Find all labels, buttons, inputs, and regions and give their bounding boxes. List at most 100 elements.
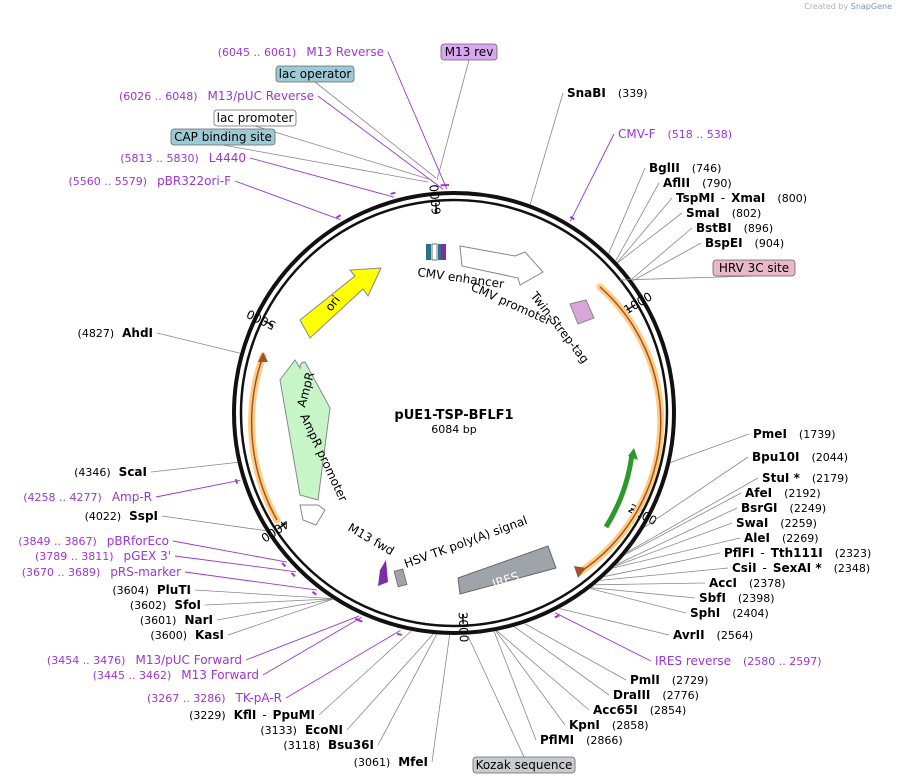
enzyme-label: BspEI(904) [705,236,784,250]
enzyme-site-ahdi[interactable]: (4827)AhdI [78,326,153,340]
tick-mark [434,202,438,213]
enzyme-leader-line [608,167,646,254]
enzyme-leader-line [631,227,693,280]
enzyme-label: BglII(746) [649,161,721,175]
enzyme-leader-line [644,456,749,528]
enzyme-leader-line [617,212,683,264]
enzyme-label: (4346)ScaI [74,465,147,479]
enzyme-site-aflii[interactable]: AflII(790) [663,176,732,190]
enzyme-label: PmeI(1739) [753,427,835,441]
snapgene-credit: Created by SnapGene [804,2,892,11]
enzyme-site-pmei[interactable]: PmeI(1739) [753,427,835,441]
enzyme-site-sspi[interactable]: (4022)SspI [85,509,158,523]
enzyme-site-draiii[interactable]: DraIII(2776) [613,688,699,702]
enzyme-site-bspei[interactable]: BspEI(904) [705,236,784,250]
plasmid-name: pUE1-TSP-BFLF1 [394,408,513,423]
primer-amp-r[interactable]: (4258 .. 4277)Amp-R [23,490,152,504]
feature-tag-text: CAP binding site [174,130,272,144]
primer-binding-mark [336,214,342,219]
primer-m13-reverse[interactable]: (6045 .. 6061)M13 Reverse [218,45,384,59]
enzyme-site-nari[interactable]: (3601)NarI [140,613,213,627]
enzyme-site-pluti[interactable]: (3604)PluTI [112,583,191,597]
feature-tag-kozak-sequence[interactable]: Kozak sequence [472,756,576,774]
enzyme-site-sbfi[interactable]: SbfI(2398) [699,591,775,605]
lac-promoter-block [431,243,438,261]
enzyme-label: AfeI(2192) [745,486,821,500]
enzyme-site-afei[interactable]: AfeI(2192) [745,486,821,500]
enzyme-site-snabi[interactable]: SnaBI(339) [567,86,648,100]
primer-tk-pa-r[interactable]: (3267 .. 3286)TK-pA-R [147,691,282,705]
enzyme-leader-line [670,433,750,463]
enzyme-site-stui[interactable]: StuI *(2179) [762,471,848,485]
primer-pgex-3[interactable]: (3789 .. 3811)pGEX 3' [35,549,171,563]
primer-ires-reverse[interactable]: IRES reverse(2580 .. 2597) [655,654,822,668]
enzyme-leader-line [346,633,434,731]
enzyme-site-bpu10i[interactable]: Bpu10I(2044) [752,450,848,464]
enzyme-label: AflII(790) [663,176,732,190]
feature-tag-leader [254,125,433,181]
primer-leader-line [317,95,444,190]
feature-tag-leader [222,144,429,183]
primer-binding-mark [311,591,317,596]
primer-m13-puc-forward[interactable]: (3454 .. 3476)M13/pUC Forward [47,653,242,667]
enzyme-site-mfei[interactable]: (3061)MfeI [354,755,428,769]
enzyme-label: SnaBI(339) [567,86,648,100]
feature-tag-m13-rev[interactable]: M13 rev [440,43,498,61]
orf-arc-right-core [579,286,662,573]
enzyme-site-bsu36i[interactable]: (3118)Bsu36I [283,738,374,752]
enzyme-site-sphi[interactable]: SphI(2404) [690,606,769,620]
enzyme-site-pflmi[interactable]: PflMI(2866) [540,733,623,747]
enzyme-site-tspmi-xmai[interactable]: TspMI-XmaI(800) [676,191,807,205]
primer-cmv-f[interactable]: CMV-F(518 .. 538) [618,127,732,141]
primer-leader-line [262,616,362,676]
primer-prs-marker[interactable]: (3670 .. 3689)pRS-marker [22,565,181,579]
enzyme-site-csii-sexai[interactable]: CsiI-SexAI *(2348) [732,561,870,575]
primer-m13-forward[interactable]: (3445 .. 3462)M13 Forward [93,668,259,682]
enzyme-site-swai[interactable]: SwaI(2259) [736,516,817,530]
enzyme-leader-line [616,197,673,263]
enzyme-leader-line [559,608,670,636]
enzyme-site-scai[interactable]: (4346)ScaI [74,465,147,479]
m13-fwd-label: M13 fwd [346,520,397,558]
feature-tag-hrv-3c-site[interactable]: HRV 3C site [712,259,796,277]
enzyme-site-avrii[interactable]: AvrII(2564) [673,628,753,642]
enzyme-site-pflfi-tth111i[interactable]: PflFI-Tth111I(2323) [724,546,871,560]
enzyme-site-alei[interactable]: AleI(2269) [744,531,819,545]
cmv-promoter-feature [459,245,544,286]
feature-tag-box [275,65,355,83]
enzyme-site-pmli[interactable]: PmlI(2729) [630,673,708,687]
enzyme-site-acci[interactable]: AccI(2378) [709,576,786,590]
enzyme-site-kpni[interactable]: KpnI(2858) [569,718,648,732]
ires-feature [457,545,557,595]
enzyme-site-econi[interactable]: (3133)EcoNI [260,723,343,737]
enzyme-site-bsrgi[interactable]: BsrGI(2249) [741,501,826,515]
enzyme-site-bstbi[interactable]: BstBI(896) [696,221,773,235]
ori-feature [299,267,382,339]
feature-tag-lac-operator[interactable]: lac operator [275,65,355,83]
enzyme-leader-line [496,630,590,711]
primer-m13-puc-reverse[interactable]: (6026 .. 6048)M13/pUC Reverse [119,89,314,103]
cap-site-block [426,244,431,260]
feature-tag-cap-binding-site[interactable]: CAP binding site [170,128,276,146]
feature-tag-lac-promoter[interactable]: lac promoter [213,109,297,127]
orf-arc-left-head [258,352,268,362]
enzyme-site-kasi[interactable]: (3600)KasI [150,628,224,642]
enzyme-site-smai[interactable]: SmaI(802) [686,206,761,220]
enzyme-site-acc65i[interactable]: Acc65I(2854) [593,703,686,717]
primer-leader-line [387,51,448,190]
enzyme-label: CsiI-SexAI *(2348) [732,561,870,575]
enzyme-site-sfoi[interactable]: (3602)SfoI [130,598,201,612]
enzyme-site-kfli-ppumi[interactable]: (3229)KflI-PpuMI [189,708,315,722]
primer-l4440[interactable]: (5813 .. 5830)L4440 [120,151,246,165]
feature-tag-box [213,109,297,127]
enzyme-leader-line [156,332,241,354]
enzyme-leader-line [318,630,412,716]
enzyme-label: KpnI(2858) [569,718,648,732]
primer-leader-line [245,615,360,661]
enzyme-label: PmlI(2729) [630,673,708,687]
primer-pbr322ori-f[interactable]: (5560 .. 5579)pBR322ori-F [69,174,232,188]
enzyme-leader-line [513,626,610,696]
enzyme-site-bglii[interactable]: BglII(746) [649,161,721,175]
primer-pbrforeco[interactable]: (3849 .. 3867)pBRforEco [18,534,169,548]
enzyme-leader-line [194,589,333,600]
